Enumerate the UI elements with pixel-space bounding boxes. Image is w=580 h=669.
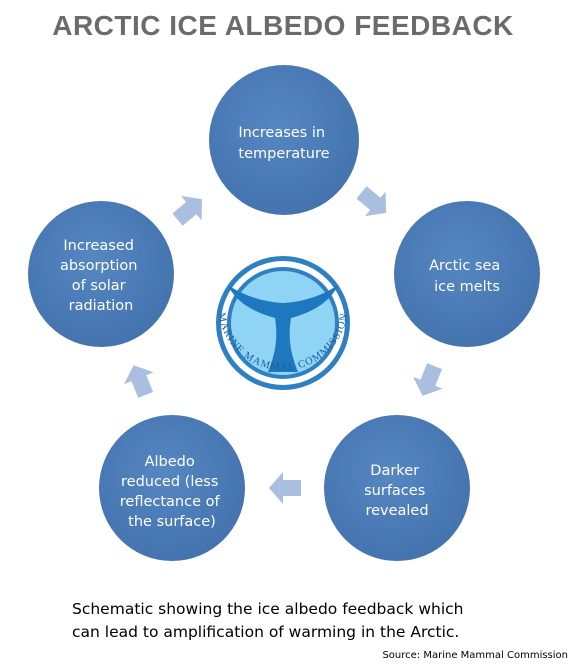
arrow-absorption-to-temperature	[172, 195, 203, 226]
node-label-darker-surfaces: Darker surfaces revealed	[364, 463, 430, 519]
marine-mammal-commission-logo: MARINE MAMMAL COMMISSION	[215, 256, 350, 390]
node-circle-ice-melts	[394, 201, 540, 347]
diagram-title: ARCTIC ICE ALBEDO FEEDBACK	[52, 10, 514, 41]
source-credit: Source: Marine Mammal Commission	[382, 650, 568, 661]
arrow-darker-to-albedo	[269, 472, 301, 504]
node-circle-darker-surfaces	[324, 415, 470, 561]
caption-line-2: can lead to amplification of warming in …	[72, 623, 460, 641]
whale-tail-icon	[228, 285, 338, 372]
node-circle-temperature	[209, 65, 359, 215]
arrow-ice-melts-to-darker	[413, 363, 443, 396]
node-label-albedo-reduced: Albedo reduced (less reflectance of the …	[120, 454, 224, 530]
node-circle-albedo-reduced	[99, 415, 245, 561]
node-circle-absorption	[28, 201, 174, 347]
arrow-albedo-to-absorption	[124, 365, 154, 398]
caption-line-1: Schematic showing the ice albedo feedbac…	[72, 600, 464, 618]
arrow-temperature-to-ice-melts	[356, 186, 387, 217]
caption: Schematic showing the ice albedo feedbac…	[72, 598, 552, 644]
node-label-ice-melts: Arctic sea ice melts	[429, 258, 505, 295]
node-label-temperature: Increases in temperature	[238, 125, 329, 162]
node-label-absorption: Increased absorption of solar radiation	[60, 238, 142, 314]
